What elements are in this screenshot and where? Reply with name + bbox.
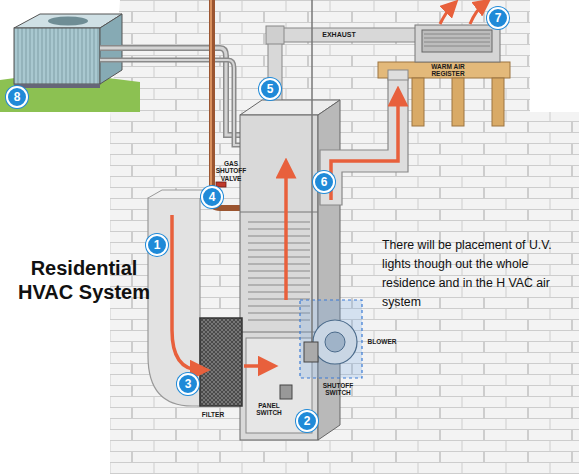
- callout-number: 5: [259, 78, 281, 100]
- part-label: BLOWER: [366, 338, 398, 345]
- callout-number: 2: [296, 410, 318, 432]
- callout-number: 7: [487, 7, 509, 29]
- part-label: FILTER: [198, 411, 228, 418]
- part-label: PANEL SWITCH: [250, 402, 288, 417]
- part-label: EXHAUST: [320, 31, 358, 39]
- callout-number: 4: [201, 186, 223, 208]
- callout-number: 8: [6, 86, 28, 108]
- callout-number: 6: [313, 171, 335, 193]
- note-text: There will be placement of U.V. lights t…: [382, 236, 574, 312]
- callout-number: 3: [177, 373, 199, 395]
- part-label: GAS SHUTOFF VALVE: [215, 160, 247, 182]
- diagram-title: Residential HVAC System: [14, 256, 154, 304]
- part-label: SHUTOFF SWITCH: [318, 382, 358, 397]
- part-label: WARM AIR REGISTER: [424, 63, 472, 78]
- callout-number: 1: [146, 234, 168, 256]
